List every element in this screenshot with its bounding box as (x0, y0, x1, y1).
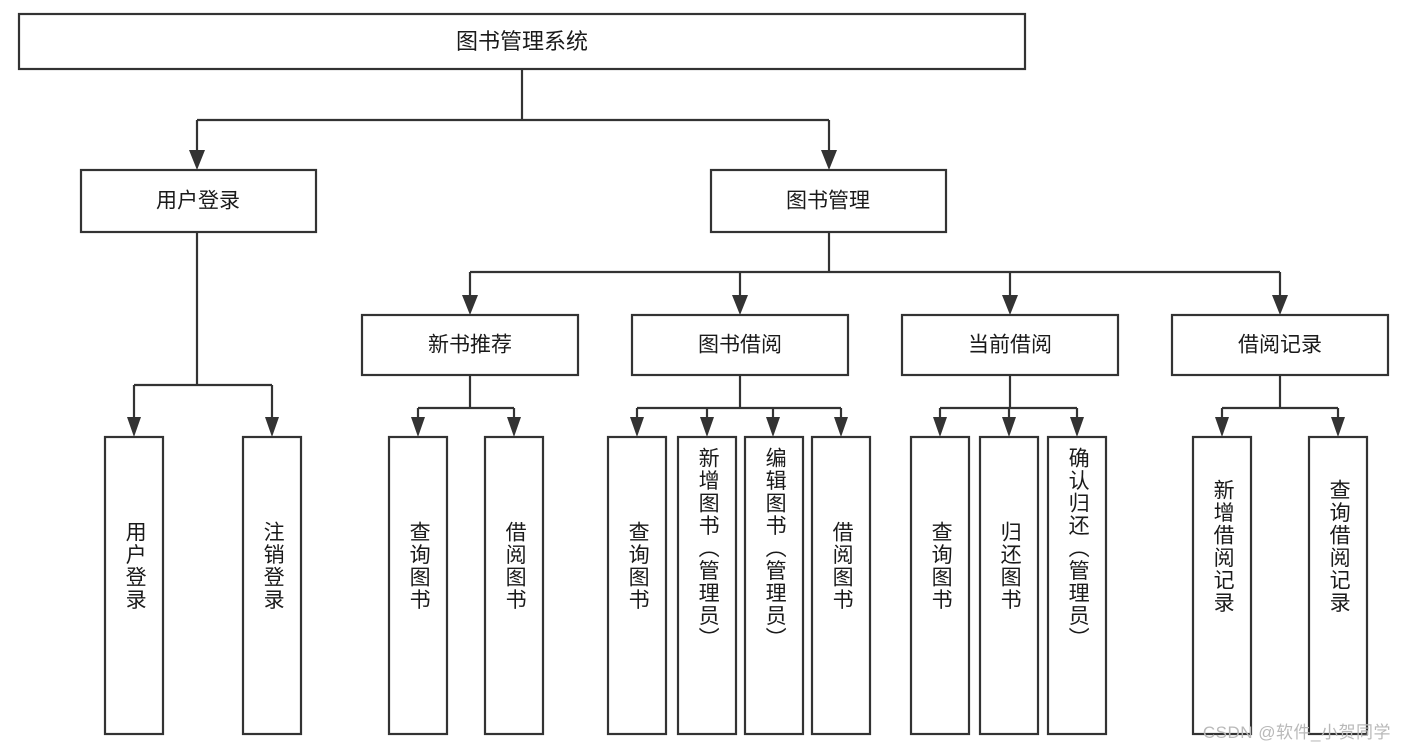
node-current-borrow-label: 当前借阅 (968, 334, 1052, 357)
arrow-head-leaf-edit-book (766, 417, 780, 437)
node-current-borrow[interactable]: 当前借阅 (900, 313, 1120, 377)
arrow-head-leaf-query-record (1331, 417, 1345, 437)
node-borrow-record-label: 借阅记录 (1238, 334, 1322, 357)
leaf-box-borrow-book-2[interactable] (810, 435, 872, 736)
node-book-manage-box[interactable] (709, 168, 948, 234)
node-user-login-box[interactable] (79, 168, 318, 234)
arrow-head-leaf-add-record (1215, 417, 1229, 437)
leaf-box-query-book-3[interactable] (909, 435, 971, 736)
watermark-text: CSDN @软件_小贺同学 (1202, 723, 1391, 742)
arrow-head-current-borrow (1002, 295, 1018, 315)
node-book-borrow-box[interactable] (630, 313, 850, 377)
arrow-head-user-login (189, 150, 205, 170)
node-root-label: 图书管理系统 (456, 29, 588, 54)
arrow-head-leaf-add-book (700, 417, 714, 437)
arrow-head-leaf-query-book-3 (933, 417, 947, 437)
arrow-head-leaf-borrow-book-1 (507, 417, 521, 437)
leaf-boxes (103, 435, 1369, 736)
node-new-book-recommend[interactable]: 新书推荐 (360, 313, 580, 377)
node-user-login[interactable]: 用户登录 (79, 168, 318, 234)
node-borrow-record[interactable]: 借阅记录 (1170, 313, 1390, 377)
node-book-borrow[interactable]: 图书借阅 (630, 313, 850, 377)
leaf-box-query-book-1[interactable] (387, 435, 449, 736)
leaf-box-add-record[interactable] (1191, 435, 1253, 736)
leaf-box-query-record[interactable] (1307, 435, 1369, 736)
connector-group-book-borrow (630, 375, 848, 437)
arrow-head-leaf-logout-login (265, 417, 279, 437)
node-root[interactable]: 图书管理系统 (17, 12, 1027, 71)
connector-group-book-manage (462, 232, 1288, 315)
leaf-box-query-book-2[interactable] (606, 435, 668, 736)
leaf-box-confirm-return[interactable] (1046, 435, 1108, 736)
connector-group-new-book-recommend (411, 375, 521, 437)
arrow-head-leaf-return-book (1002, 417, 1016, 437)
node-new-book-recommend-box[interactable] (360, 313, 580, 377)
connector-group-root (189, 69, 837, 170)
node-user-login-label: 用户登录 (156, 190, 240, 213)
node-root-box[interactable] (17, 12, 1027, 71)
leaf-box-return-book[interactable] (978, 435, 1040, 736)
leaf-box-borrow-book-1[interactable] (483, 435, 545, 736)
arrow-head-leaf-query-book-2 (630, 417, 644, 437)
leaf-box-add-book[interactable] (676, 435, 738, 736)
arrow-head-leaf-query-book-1 (411, 417, 425, 437)
node-borrow-record-box[interactable] (1170, 313, 1390, 377)
connector-group-user-login (127, 232, 279, 437)
node-book-manage-label: 图书管理 (786, 190, 870, 213)
leaf-box-edit-book[interactable] (743, 435, 805, 736)
node-book-manage[interactable]: 图书管理 (709, 168, 948, 234)
connector-group-current-borrow (933, 375, 1084, 437)
arrow-head-borrow-record (1272, 295, 1288, 315)
arrow-head-book-manage (821, 150, 837, 170)
node-book-borrow-label: 图书借阅 (698, 334, 782, 357)
arrow-head-leaf-user-login (127, 417, 141, 437)
node-new-book-recommend-label: 新书推荐 (428, 334, 512, 357)
connector-group-borrow-record (1215, 375, 1345, 437)
arrow-head-book-borrow (732, 295, 748, 315)
arrow-head-new-book-recommend (462, 295, 478, 315)
leaf-box-user-login[interactable] (103, 435, 165, 736)
arrow-head-leaf-borrow-book-2 (834, 417, 848, 437)
leaf-box-logout-login[interactable] (241, 435, 303, 736)
node-current-borrow-box[interactable] (900, 313, 1120, 377)
arrow-head-leaf-confirm-return (1070, 417, 1084, 437)
